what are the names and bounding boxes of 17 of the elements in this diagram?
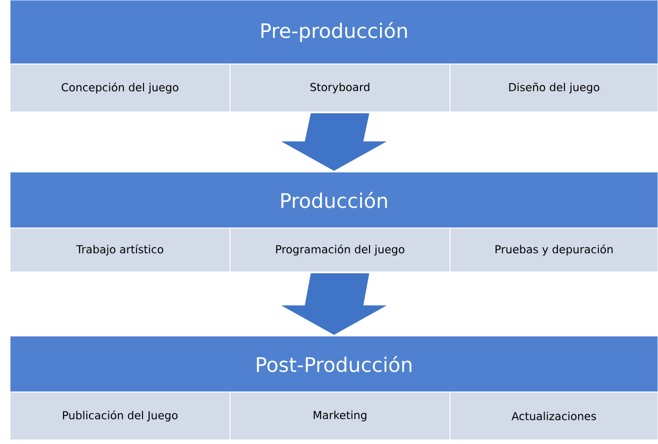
- stage-header: Pre-producción: [10, 0, 658, 64]
- stage-header: Producción: [10, 172, 658, 228]
- task-cell: Diseño del juego: [450, 64, 658, 112]
- stage-header: Post-Producción: [10, 336, 658, 392]
- task-cell: Actualizaciones: [450, 392, 658, 440]
- task-cell: Trabajo artístico: [10, 228, 230, 272]
- task-cell: Storyboard: [230, 64, 450, 112]
- node-label: Actualizaciones: [512, 412, 596, 420]
- task-cell: Publicación del Juego: [10, 392, 230, 440]
- task-cell: Marketing: [230, 392, 450, 440]
- task-cell: Programación del juego: [230, 228, 450, 272]
- node-label: Pruebas y depuración: [496, 244, 613, 256]
- node-label: Diseño del juego: [509, 82, 600, 94]
- block-arrow: [282, 113, 386, 171]
- block-arrow: [282, 273, 386, 335]
- task-cell: Pruebas y depuración: [450, 228, 658, 272]
- task-cell: Concepción del juego: [10, 64, 230, 112]
